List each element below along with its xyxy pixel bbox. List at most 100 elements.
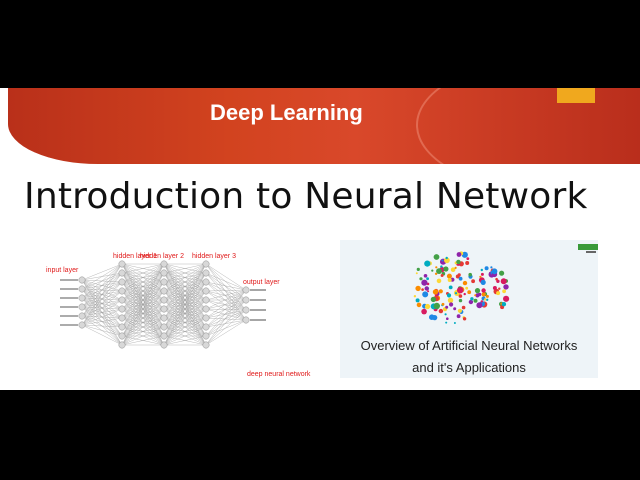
network-node xyxy=(118,278,126,286)
network-node xyxy=(118,323,126,331)
brain-dot xyxy=(445,256,448,260)
network-node xyxy=(160,332,168,340)
brain-dot xyxy=(453,322,456,324)
network-node xyxy=(78,276,86,284)
brain-dot xyxy=(424,303,431,310)
network-connection xyxy=(205,289,247,319)
brain-dot xyxy=(422,291,429,298)
network-connection xyxy=(163,263,207,319)
brain-dot xyxy=(479,275,482,278)
network-connection xyxy=(121,263,165,346)
network-nodes xyxy=(78,260,250,349)
brain-dot xyxy=(492,286,497,290)
network-node xyxy=(160,287,168,295)
brain-dot xyxy=(416,302,422,308)
card-logo xyxy=(578,244,598,250)
network-connection xyxy=(81,290,123,326)
brain-dot xyxy=(461,251,468,258)
brain-dot xyxy=(480,300,483,303)
card-logo-text xyxy=(586,251,596,253)
brain-dot xyxy=(496,279,500,283)
brain-dot xyxy=(480,272,484,276)
network-connection xyxy=(81,324,123,337)
network-connection xyxy=(205,309,247,328)
brain-dot xyxy=(444,313,447,316)
brain-dot xyxy=(496,291,501,296)
brain-dot xyxy=(458,298,463,303)
brain-dot xyxy=(445,321,448,324)
network-connection xyxy=(205,309,247,337)
brain-dot xyxy=(424,286,429,291)
network-node xyxy=(118,332,126,340)
brain-dot xyxy=(415,272,418,275)
network-node xyxy=(202,314,210,322)
brain-dot xyxy=(467,290,472,295)
brain-dot xyxy=(495,277,498,281)
network-node xyxy=(160,296,168,304)
brain-dot xyxy=(455,274,460,279)
network-connection xyxy=(81,324,123,328)
network-connection xyxy=(205,290,247,311)
brain-dot xyxy=(419,277,423,281)
network-connection xyxy=(205,281,247,301)
hidden-layer-1-label: hidden layer 1 xyxy=(113,253,157,260)
brain-dot xyxy=(446,293,452,298)
network-connection xyxy=(205,281,247,321)
network-connection xyxy=(163,290,207,346)
network-connection xyxy=(81,281,123,326)
network-connection xyxy=(205,299,247,319)
brain-dot xyxy=(426,277,429,281)
network-connection xyxy=(81,263,123,281)
network-connection xyxy=(121,272,165,346)
network-connection xyxy=(81,263,123,299)
network-connection xyxy=(205,289,247,328)
network-connection xyxy=(121,263,165,301)
article-card[interactable]: Overview of Artificial Neural Networks a… xyxy=(340,240,598,378)
brain-dot xyxy=(466,257,470,260)
network-connection xyxy=(205,299,247,337)
brain-dot xyxy=(413,295,417,298)
brain-dot xyxy=(421,279,428,286)
brain-dot xyxy=(480,279,486,285)
network-connection xyxy=(205,309,247,346)
network-connection xyxy=(205,319,247,346)
brain-dot xyxy=(491,268,498,275)
brain-dot xyxy=(415,285,421,292)
network-node xyxy=(78,321,86,329)
network-node xyxy=(118,305,126,313)
network-connection xyxy=(205,289,247,301)
network-connection xyxy=(205,272,247,321)
brain-dot xyxy=(457,287,464,294)
network-node xyxy=(202,296,210,304)
brain-dot xyxy=(436,268,442,274)
network-connection xyxy=(163,299,207,346)
brain-dot xyxy=(456,259,461,265)
brain-dot xyxy=(498,287,501,290)
brain-dot xyxy=(468,299,474,305)
brain-graphic xyxy=(413,251,510,324)
brain-dot xyxy=(415,298,420,303)
network-connection xyxy=(163,263,207,337)
network-node xyxy=(118,341,126,349)
brain-dot xyxy=(427,290,430,293)
brain-dot xyxy=(499,270,505,276)
brain-dot xyxy=(480,268,483,272)
brain-dot xyxy=(448,285,453,290)
network-node xyxy=(160,278,168,286)
network-connection xyxy=(205,319,247,328)
brain-dot xyxy=(441,259,444,262)
network-connection xyxy=(163,308,207,346)
brain-dot xyxy=(462,280,468,286)
brain-dot xyxy=(461,305,466,310)
hidden-layer-3-label: hidden layer 3 xyxy=(192,253,236,260)
brain-dot xyxy=(481,292,486,297)
network-connection xyxy=(205,290,247,301)
network-connection xyxy=(121,290,165,346)
network-connection xyxy=(163,263,207,301)
banner-title: Deep Learning xyxy=(210,100,363,125)
network-connections xyxy=(60,263,266,346)
input-layer-label: input layer xyxy=(46,267,79,274)
brain-dot xyxy=(470,297,474,301)
brain-dot xyxy=(431,269,434,272)
network-connection xyxy=(121,326,165,346)
